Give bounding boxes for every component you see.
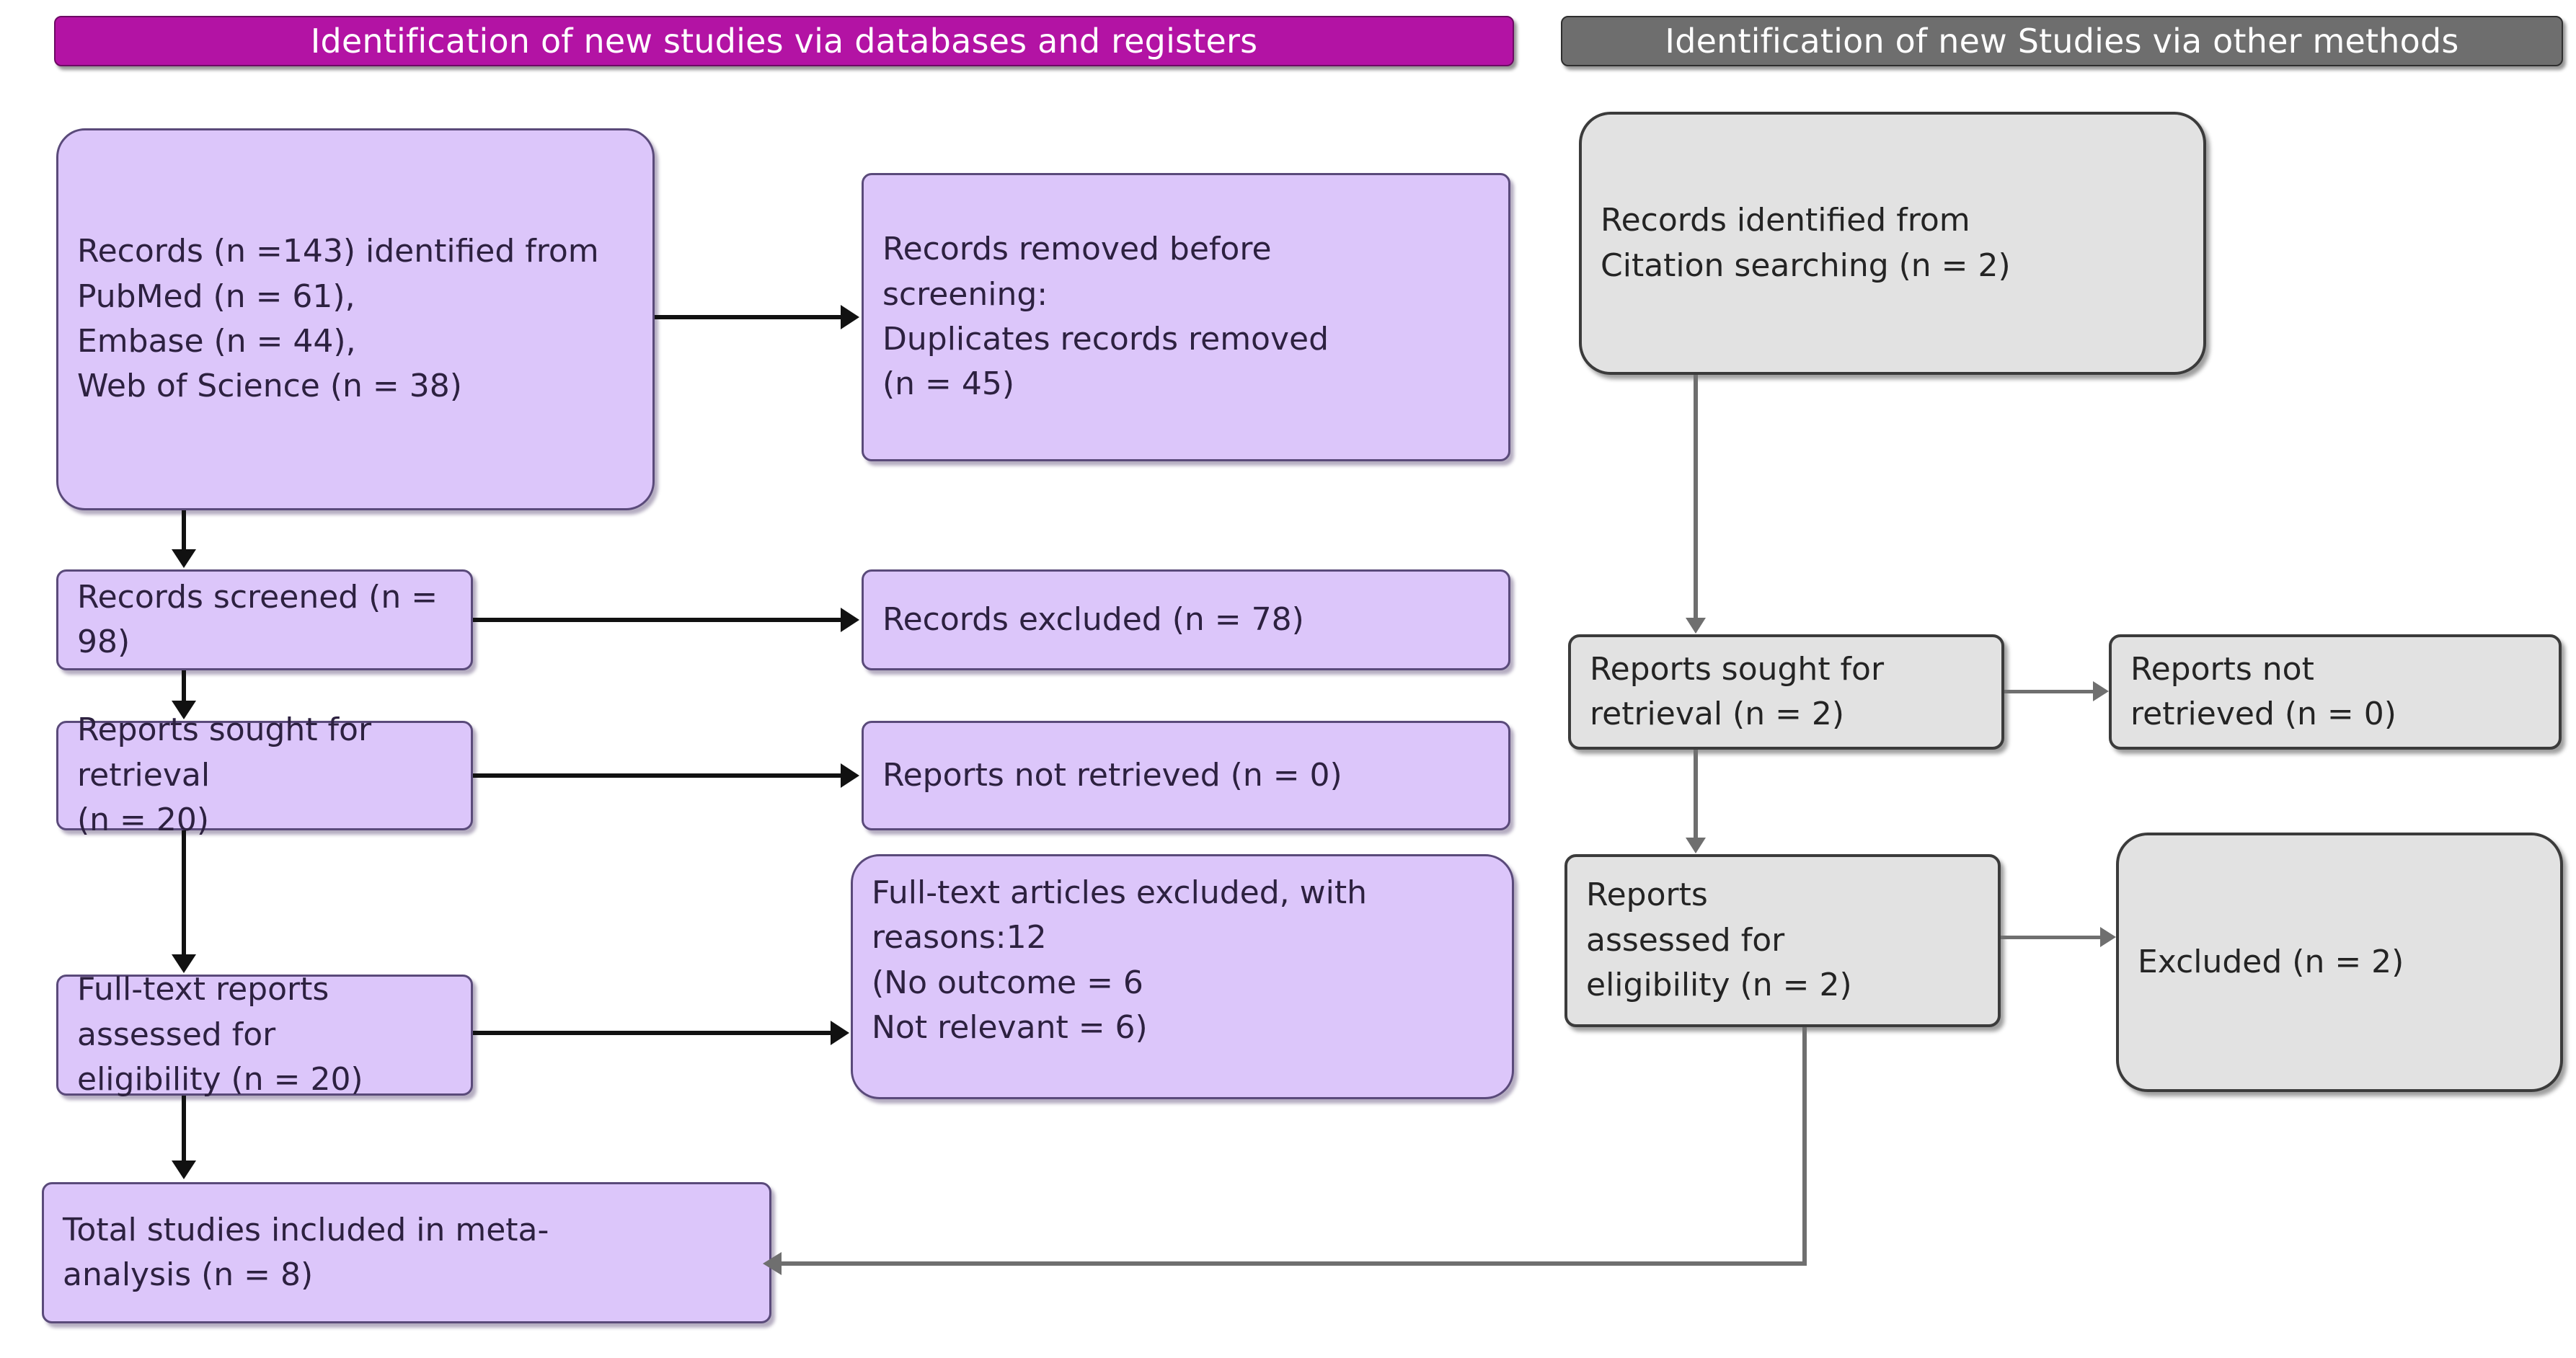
box-excluded-other: Excluded (n = 2)	[2116, 833, 2563, 1092]
box-records-identified-citation-searching: Records identified from Citation searchi…	[1579, 112, 2206, 375]
box-records-identified-databases: Records (n =143) identified from PubMed …	[56, 128, 655, 510]
box-reports-not-retrieved: Reports not retrieved (n = 0)	[862, 721, 1510, 830]
arrowhead-fulltext-to-total	[172, 1160, 196, 1179]
arrowhead-sought-to-assessed-other	[1686, 838, 1706, 853]
box-fulltext-reports-assessed: Full-text reports assessed for eligibili…	[56, 971, 473, 1098]
connector-sought-to-fulltext	[182, 830, 186, 960]
connector-sought-to-not-retrieved-other	[2004, 690, 2094, 693]
connector-screened-to-excluded	[473, 618, 841, 622]
connector-assessed-to-excluded-other	[2001, 936, 2102, 939]
connector-fulltext-to-total	[182, 1096, 186, 1166]
arrowhead-assessed-to-excluded-other	[2100, 927, 2116, 947]
header-databases-and-registers: Identification of new studies via databa…	[54, 16, 1514, 66]
box-reports-not-retrieved-other: Reports not retrieved (n = 0)	[2109, 634, 2562, 750]
arrowhead-identified-to-screened	[172, 549, 196, 568]
box-records-excluded: Records excluded (n = 78)	[862, 569, 1510, 670]
box-reports-assessed-for-eligibility-other: Reports assessed for eligibility (n = 2)	[1564, 854, 2001, 1027]
arrowhead-other-to-total	[763, 1252, 782, 1275]
arrowhead-citation-to-reports-sought	[1686, 618, 1706, 634]
connector-sought-to-not-retrieved	[473, 773, 841, 778]
box-fulltext-articles-excluded: Full-text articles excluded, with reason…	[851, 854, 1514, 1099]
box-records-screened: Records screened (n = 98)	[56, 569, 473, 670]
connector-other-to-total-horizontal	[780, 1261, 1807, 1266]
connector-screened-to-reports-sought	[182, 670, 186, 708]
arrowhead-identified-to-removed	[841, 305, 859, 329]
arrowhead-screened-to-reports-sought	[172, 701, 196, 719]
header-other-methods: Identification of new Studies via other …	[1561, 16, 2563, 66]
connector-identified-to-removed	[655, 315, 841, 319]
connector-identified-to-screened	[182, 510, 186, 555]
arrowhead-screened-to-excluded	[841, 608, 859, 632]
arrowhead-sought-to-fulltext	[172, 954, 196, 973]
connector-other-to-total-vertical	[1802, 1027, 1807, 1265]
box-reports-sought-for-retrieval-other: Reports sought for retrieval (n = 2)	[1568, 634, 2004, 750]
box-reports-sought-for-retrieval: Reports sought for retrieval (n = 20)	[56, 711, 473, 838]
connector-fulltext-to-excluded	[473, 1031, 831, 1035]
connector-citation-to-reports-sought	[1694, 375, 1698, 623]
arrowhead-sought-to-not-retrieved	[841, 763, 859, 788]
connector-sought-to-assessed-other	[1694, 750, 1698, 843]
arrowhead-fulltext-to-excluded	[831, 1021, 849, 1045]
arrowhead-sought-to-not-retrieved-other	[2093, 681, 2109, 701]
box-total-studies-included: Total studies included in meta- analysis…	[42, 1182, 771, 1323]
box-records-removed-before-screening: Records removed before screening: Duplic…	[862, 173, 1510, 461]
